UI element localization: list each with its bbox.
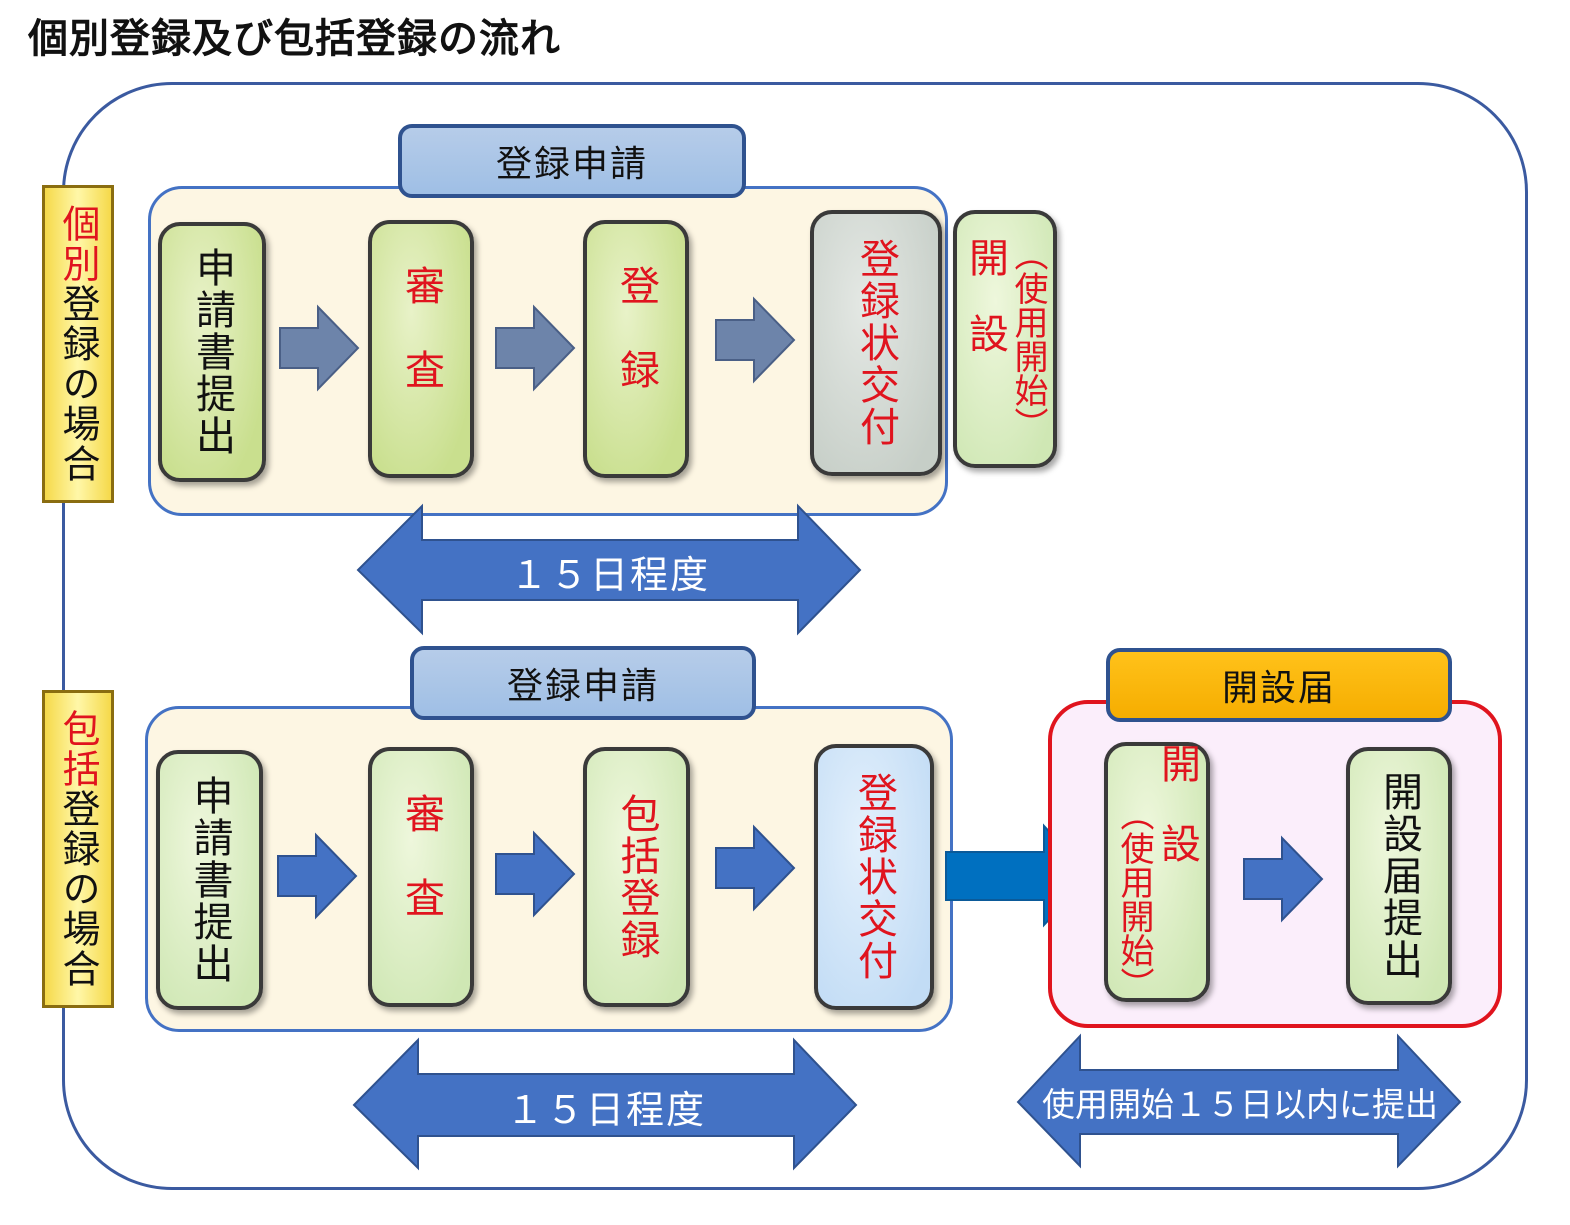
notice-step-submit: 開設届提出 [1346, 747, 1452, 1005]
bulk-side-label-accent: 包括 [56, 709, 100, 789]
notice-step-open-sub: （使用開始） [1114, 797, 1154, 1001]
bulk-duration-arrow [352, 1037, 858, 1171]
bulk-side-label-rest: 登録の場合 [56, 789, 100, 989]
notice-step-submit-label: 開設届提出 [1376, 771, 1422, 981]
arrow-right-icon [277, 832, 358, 920]
bulk-step-certificate: 登録状交付 [814, 744, 934, 1010]
arrow-right-icon [279, 304, 360, 392]
individual-step-certificate: 登録状交付 [810, 210, 942, 476]
bulk-step-review: 審査 [368, 747, 474, 1007]
arrow-right-icon [1243, 835, 1324, 923]
notice-duration-arrow [1016, 1033, 1462, 1169]
individual-step-application-label: 申請書提出 [189, 247, 235, 457]
individual-side-label-rest: 登録の場合 [56, 284, 100, 484]
bulk-step-application: 申請書提出 [156, 750, 263, 1010]
individual-step-review-label: 審査 [398, 265, 444, 433]
bulk-header: 登録申請 [410, 646, 756, 720]
individual-step-review: 審査 [368, 220, 474, 478]
individual-header: 登録申請 [398, 124, 746, 198]
notice-header: 開設届 [1106, 648, 1452, 722]
individual-step-open-sub: （使用開始） [1008, 237, 1048, 441]
individual-step-register-label: 登録 [613, 265, 659, 433]
bulk-step-application-label: 申請書提出 [186, 775, 233, 985]
notice-step-open: 開設 （使用開始） [1104, 742, 1210, 1002]
individual-step-open-label: 開設 [962, 237, 1008, 389]
individual-step-open: 開設 （使用開始） [953, 210, 1057, 468]
arrow-right-icon [715, 296, 796, 384]
notice-step-open-label: 開設 [1154, 743, 1200, 903]
arrow-right-icon [715, 824, 796, 912]
bulk-step-bulk-register: 包括登録 [583, 747, 690, 1007]
individual-step-register: 登録 [583, 220, 689, 478]
individual-step-application: 申請書提出 [158, 222, 266, 482]
bulk-step-review-label: 審査 [398, 793, 444, 961]
bulk-duration-label: １５日程度 [505, 1087, 706, 1132]
outer-frame [62, 82, 1528, 1190]
individual-side-label: 個別 登録の場合 [42, 185, 114, 503]
bulk-side-label: 包括 登録の場合 [42, 690, 114, 1008]
arrow-right-icon [495, 830, 576, 918]
individual-duration-label: １５日程度 [509, 552, 710, 597]
individual-step-certificate-label: 登録状交付 [853, 238, 899, 448]
individual-duration-arrow [356, 503, 862, 636]
bulk-step-certificate-label: 登録状交付 [851, 772, 897, 982]
notice-duration-label: 使用開始１５日以内に提出 [1042, 1085, 1438, 1124]
individual-side-label-accent: 個別 [56, 204, 100, 284]
arrow-right-icon [495, 304, 576, 392]
page-title: 個別登録及び包括登録の流れ [28, 16, 561, 62]
bulk-step-bulk-register-label: 包括登録 [613, 793, 660, 961]
